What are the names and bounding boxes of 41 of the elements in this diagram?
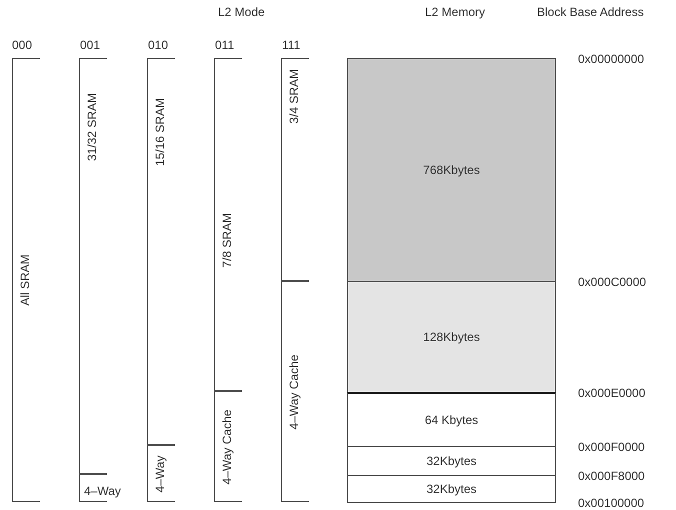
mode-label: 4–Way Cache xyxy=(220,409,234,484)
range-bracket xyxy=(79,58,107,474)
mode-label: All SRAM xyxy=(18,254,32,306)
range-bracket xyxy=(214,391,242,502)
range-bracket xyxy=(147,58,175,445)
mode-code: 010 xyxy=(148,38,168,52)
memory-block xyxy=(347,392,556,447)
column-heading: Block Base Address xyxy=(537,5,644,19)
column-heading: L2 Mode xyxy=(218,5,265,19)
address-label: 0x00000000 xyxy=(578,52,644,66)
mode-code: 001 xyxy=(80,38,100,52)
range-bracket xyxy=(281,281,309,502)
memory-block xyxy=(347,281,556,393)
address-label: 0x000F8000 xyxy=(578,469,645,483)
mode-label: 4–Way xyxy=(84,484,121,498)
memory-block xyxy=(347,446,556,476)
address-label: 0x00100000 xyxy=(578,496,644,510)
range-bracket xyxy=(12,58,40,502)
block-size-label: 768Kbytes xyxy=(423,163,480,177)
mode-label: 4–Way xyxy=(153,455,167,492)
mode-label: 3/4 SRAM xyxy=(287,69,301,124)
block-size-label: 32Kbytes xyxy=(426,482,477,496)
address-label: 0x000F0000 xyxy=(578,440,645,454)
mode-code: 111 xyxy=(282,38,300,52)
block-size-label: 64 Kbytes xyxy=(424,413,478,427)
address-label: 0x000C0000 xyxy=(578,275,646,289)
block-size-label: 32Kbytes xyxy=(426,454,477,468)
memory-block xyxy=(347,475,556,503)
mode-code: 011 xyxy=(215,38,234,52)
range-bracket xyxy=(147,445,175,502)
mode-label: 31/32 SRAM xyxy=(85,93,99,162)
range-bracket xyxy=(281,58,309,281)
block-size-label: 128Kbytes xyxy=(423,330,480,344)
mode-label: 15/16 SRAM xyxy=(153,98,167,166)
memory-block xyxy=(347,58,556,282)
column-heading: L2 Memory xyxy=(425,5,486,19)
mode-label: 4–Way Cache xyxy=(287,354,301,429)
range-bracket xyxy=(214,58,242,391)
mode-label: 7/8 SRAM xyxy=(220,213,234,268)
address-label: 0x000E0000 xyxy=(578,386,646,400)
mode-code: 000 xyxy=(12,38,32,52)
